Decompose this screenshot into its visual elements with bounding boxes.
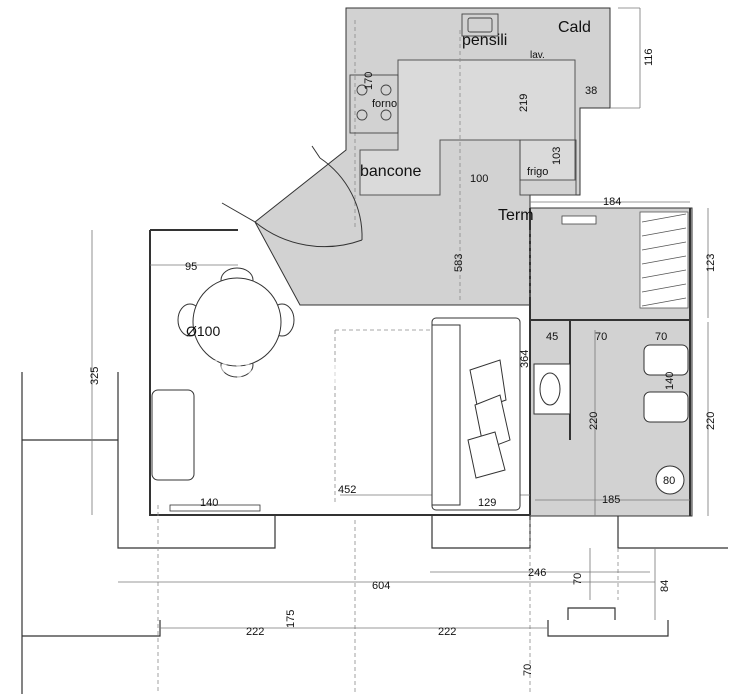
dim-140h: 140 (200, 497, 218, 509)
dimension-lines (91, 7, 709, 629)
dim-129: 129 (478, 497, 496, 509)
dim-70c: 70 (572, 573, 584, 585)
label-frigo: frigo (527, 166, 548, 178)
doors (221, 145, 363, 248)
dimension-guides (157, 20, 619, 694)
label-lav: lav. (530, 50, 545, 61)
dim-103: 103 (551, 147, 563, 165)
kitchen-fixtures (349, 13, 577, 196)
label-term: Term (498, 207, 534, 224)
dim-604: 604 (372, 580, 390, 592)
label-table-diameter: Ø100 (186, 323, 220, 339)
dim-100: 100 (470, 173, 488, 185)
dim-70a: 70 (595, 331, 607, 343)
dim-452: 452 (338, 484, 356, 496)
dim-220b: 220 (705, 412, 717, 430)
label-bancone: bancone (360, 163, 421, 180)
dim-222b: 222 (438, 626, 456, 638)
label-forno: forno (372, 98, 397, 110)
radiator (169, 504, 261, 512)
dim-84: 84 (659, 580, 671, 592)
dim-219: 219 (518, 94, 530, 112)
dim-95: 95 (185, 261, 197, 273)
sofa (431, 317, 521, 511)
dim-116: 116 (643, 48, 655, 66)
watermark: trovacasa (190, 343, 390, 395)
living-room-walls (149, 208, 691, 516)
dim-364: 364 (519, 350, 531, 368)
armchair (151, 389, 195, 481)
label-pensili: pensili (462, 32, 507, 49)
dim-185: 185 (602, 494, 620, 506)
dim-175: 175 (285, 610, 297, 628)
shower (639, 211, 689, 309)
dining-table (177, 267, 295, 378)
dim-38: 38 (585, 85, 597, 97)
dim-220a: 220 (588, 412, 600, 430)
bathroom-fixtures (533, 344, 689, 495)
dim-583: 583 (453, 254, 465, 272)
dim-325: 325 (89, 367, 101, 385)
dim-140v: 140 (664, 372, 676, 390)
dim-222a: 222 (246, 626, 264, 638)
dim-80: 80 (663, 475, 675, 487)
dim-45: 45 (546, 331, 558, 343)
label-cald: Cald (558, 19, 591, 36)
dim-123: 123 (705, 254, 717, 272)
dim-70b: 70 (655, 331, 667, 343)
dim-70d: 70 (522, 664, 534, 676)
dim-170: 170 (363, 72, 375, 90)
dim-246: 246 (528, 567, 546, 579)
term-unit (561, 215, 597, 225)
dim-184: 184 (603, 196, 621, 208)
